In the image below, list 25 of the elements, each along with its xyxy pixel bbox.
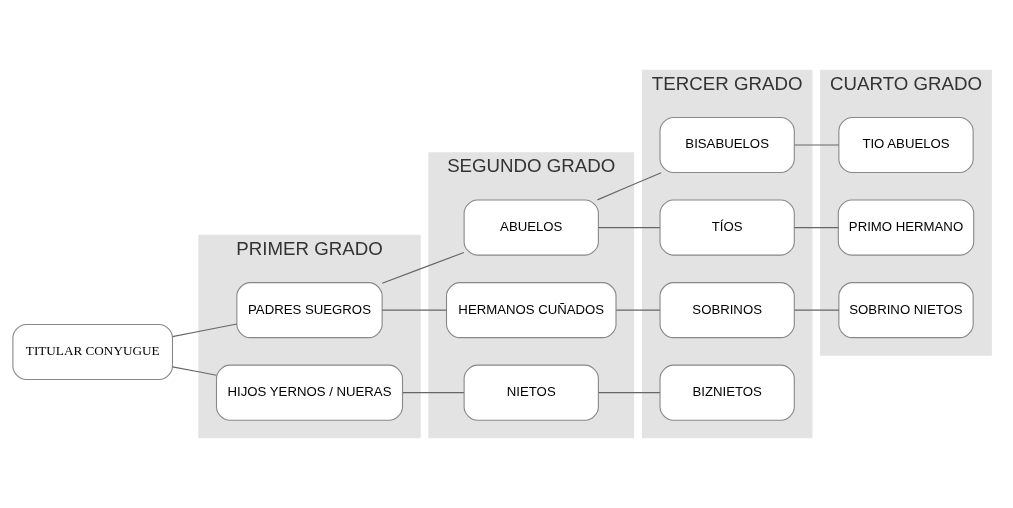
connector: [596, 172, 662, 201]
connector: [794, 309, 840, 311]
node-box: NIETOS: [463, 364, 599, 421]
node-box: PADRES SUEGROS: [236, 282, 383, 339]
node-box: TIO ABUELOS: [838, 117, 974, 174]
node-box: TÍOS: [659, 199, 795, 256]
connector: [402, 392, 465, 394]
connector: [794, 144, 840, 146]
connector: [171, 323, 238, 338]
node-box: SOBRINOS: [659, 282, 795, 339]
connector: [597, 392, 661, 394]
node-box: HERMANOS CUÑADOS: [445, 282, 617, 339]
connector: [597, 227, 661, 229]
node-box: HIJOS YERNOS / NUERAS: [215, 364, 404, 421]
connector: [381, 251, 465, 284]
connector: [381, 309, 447, 311]
node-box: BIZNIETOS: [659, 364, 795, 421]
node-box: ABUELOS: [463, 199, 599, 256]
connector: [615, 309, 661, 311]
node-box: TITULAR CONYUGUE: [12, 323, 174, 380]
node-box: SOBRINO NIETOS: [838, 282, 974, 339]
connector: [794, 227, 839, 229]
node-box: BISABUELOS: [659, 117, 795, 174]
node-box: PRIMO HERMANO: [837, 199, 975, 256]
connector: [171, 366, 217, 376]
